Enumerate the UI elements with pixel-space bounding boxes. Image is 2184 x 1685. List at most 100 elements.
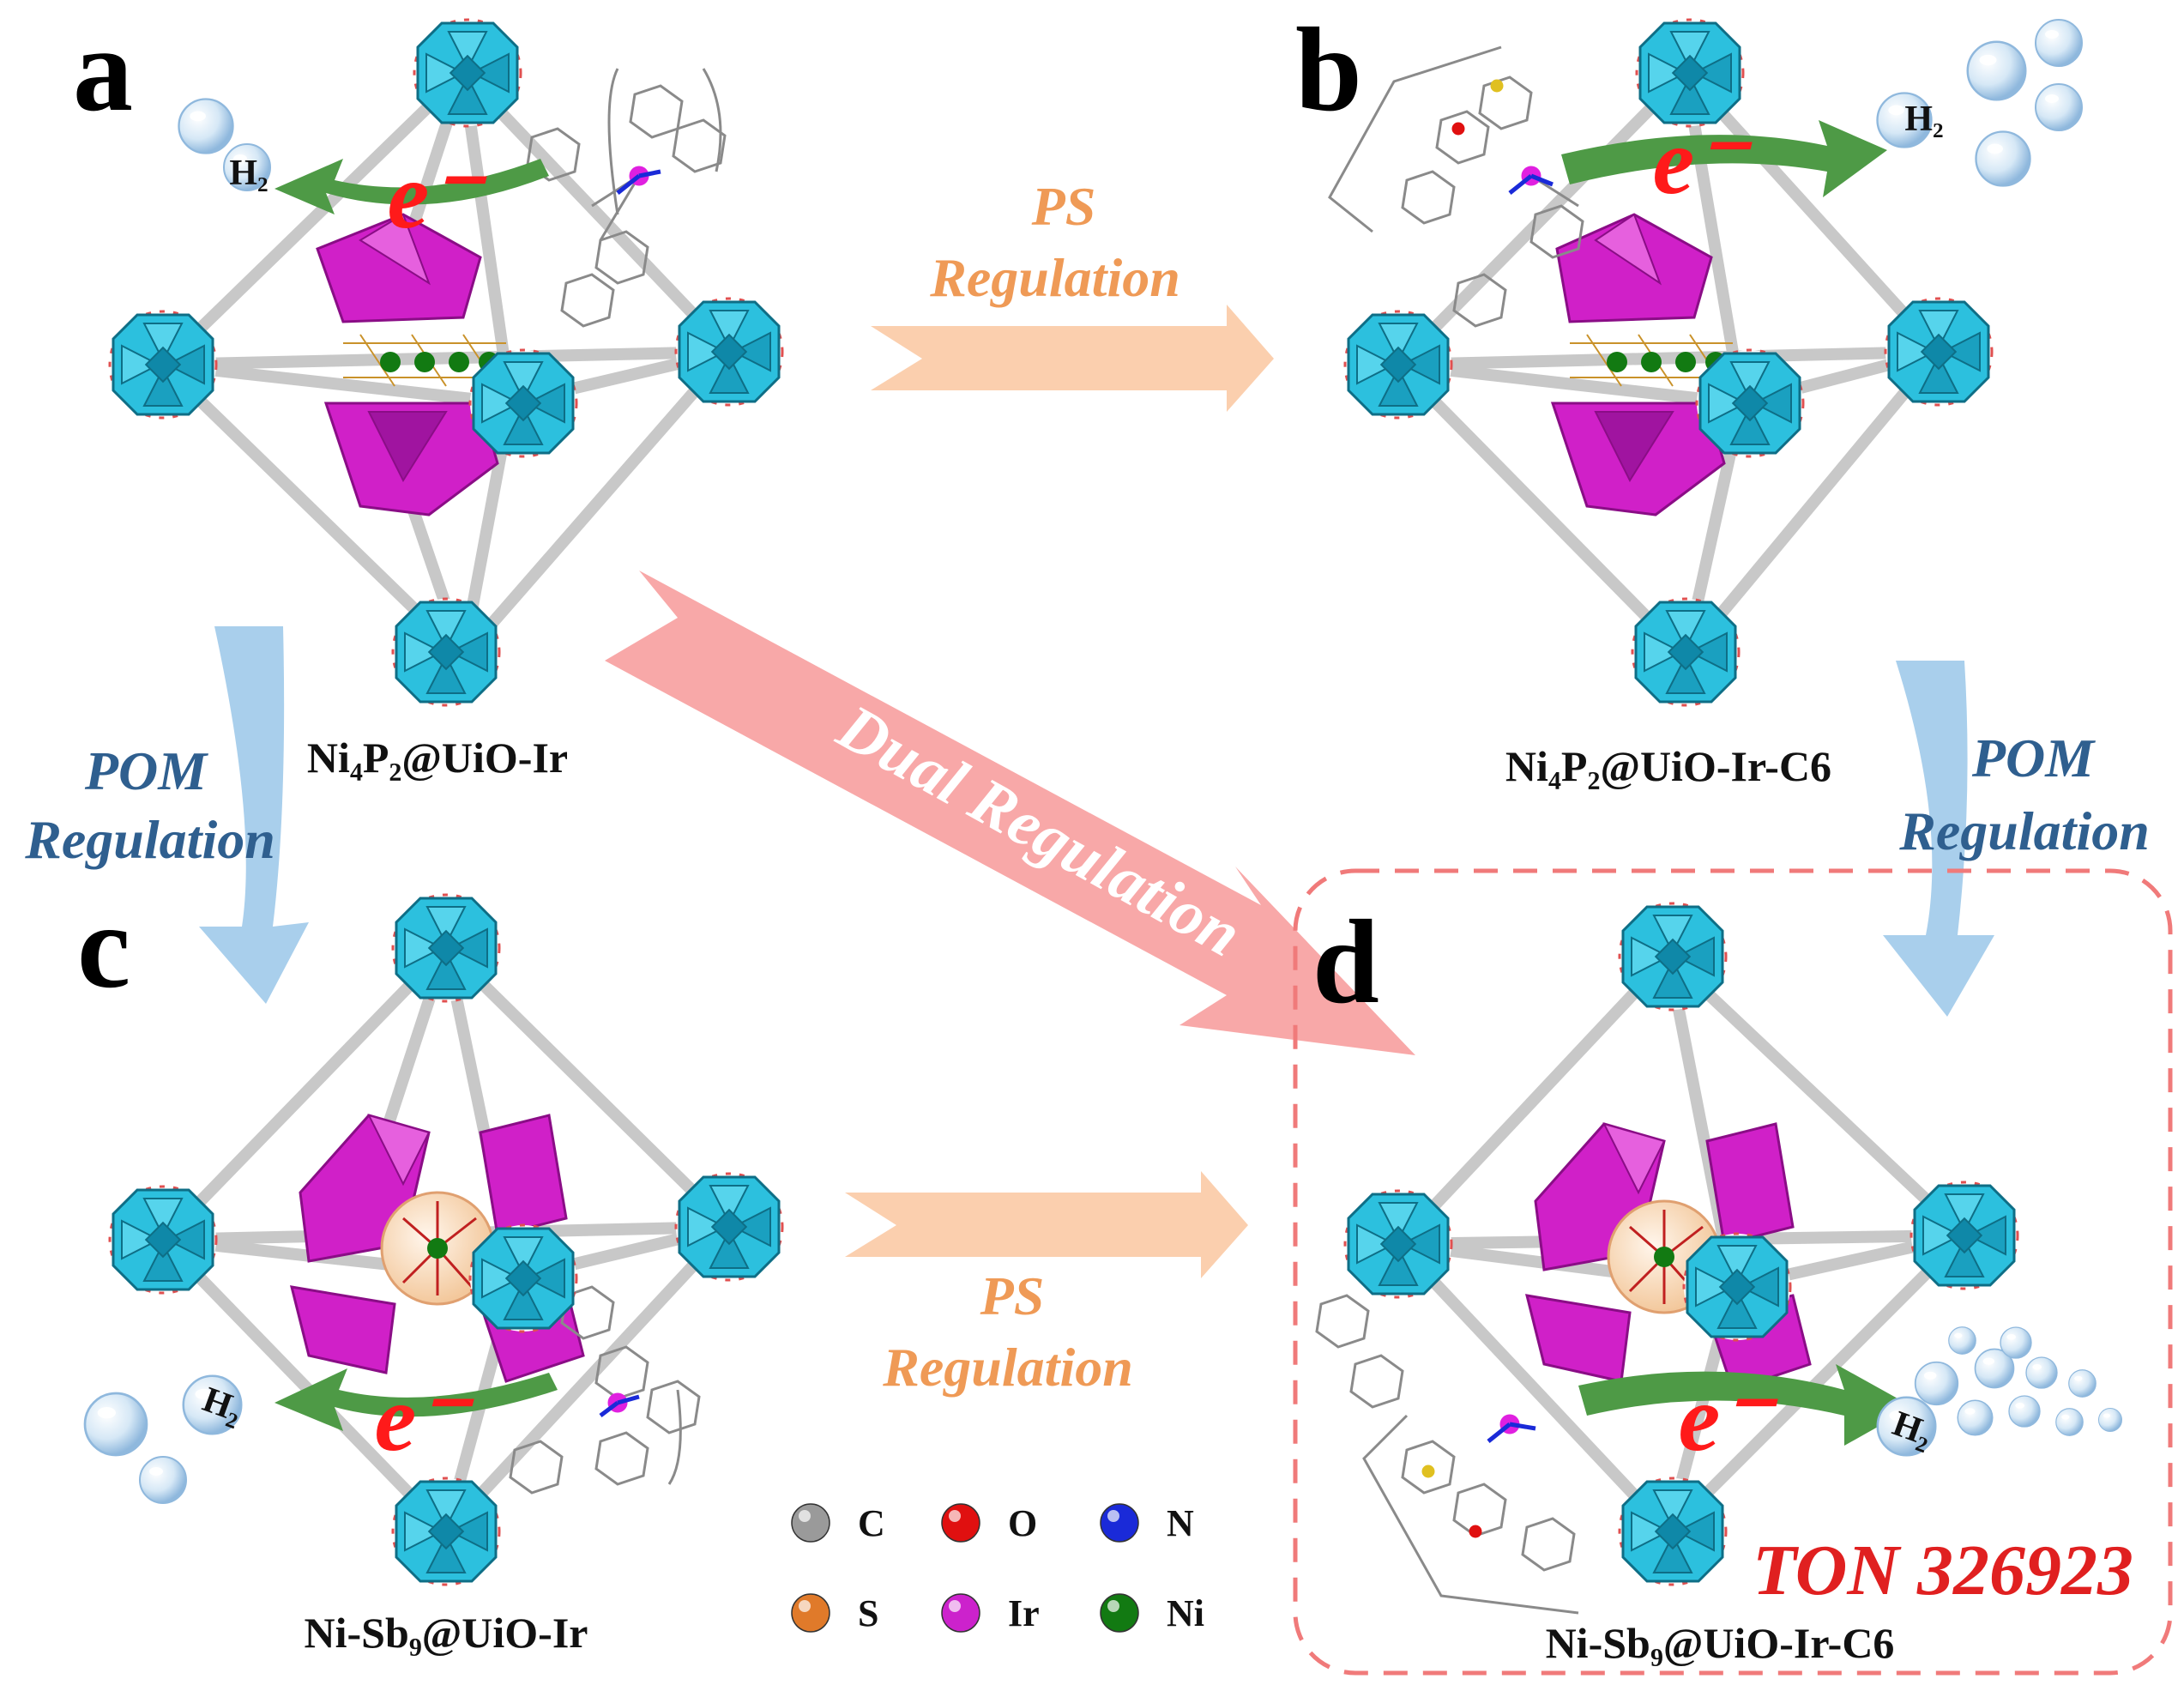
pom-left-label-line2: Regulation <box>24 809 275 870</box>
h2-bubble <box>139 1456 187 1504</box>
legend-swatch-ir <box>941 1593 980 1633</box>
h2-bubble <box>2035 83 2083 131</box>
ps-bottom-label-line2: Regulation <box>882 1337 1133 1398</box>
pom-right-label-line1: POM <box>1971 728 2096 788</box>
legend-label-c: C <box>858 1502 885 1544</box>
h2-bubble <box>2000 1326 2032 1359</box>
panel-c-caption: Ni-Sb₉@UiO-Ir <box>305 1609 588 1657</box>
h2-bubble <box>2068 1369 2097 1398</box>
panel-a-caption: Ni₄P₂@UiO-Ir <box>307 734 568 782</box>
legend-swatch-highlight <box>1107 1510 1119 1522</box>
zr-cluster-top <box>391 893 501 1003</box>
h2-label: H₂ <box>1904 100 1943 139</box>
h2-bubble <box>1957 1399 1994 1436</box>
ps-top-label-line1: PS <box>1031 176 1096 237</box>
ps-regulation-arrow-bottom: PS Regulation <box>845 1171 1248 1398</box>
ps-regulation-arrow-top: PS Regulation <box>871 176 1274 412</box>
zr-cluster-bottom <box>1631 597 1741 707</box>
panel-b: e⁻ H₂ <box>1328 18 2083 707</box>
zr-cluster-front <box>1682 1232 1792 1342</box>
pom-regulation-arrow-left: POM Regulation <box>24 626 309 1004</box>
electron-label: e⁻ <box>375 1366 475 1471</box>
legend-swatch-n <box>1100 1503 1139 1543</box>
zr-cluster-left <box>1343 310 1453 420</box>
zr-cluster-front <box>1695 348 1805 458</box>
legend-swatch-highlight <box>799 1600 811 1612</box>
zr-cluster-bottom <box>1618 1477 1728 1586</box>
zr-cluster-right <box>674 297 784 407</box>
panel-letter-a: a <box>73 3 133 136</box>
zr-cluster-bottom <box>391 1477 501 1586</box>
pom-right-arrow-shape <box>1883 661 1994 1017</box>
zr-cluster-left <box>108 1185 218 1295</box>
ir-photosensitizer <box>526 68 727 328</box>
dual-regulation-label: Dual Regulation <box>826 690 1253 970</box>
h2-bubble <box>2055 1408 2084 1436</box>
panel-d-highlight-box <box>1293 868 2173 1676</box>
h2-bubble <box>2025 1356 2058 1389</box>
h2-label: H₂ <box>229 154 268 193</box>
h2-bubble <box>83 1392 148 1457</box>
legend-label-o: O <box>1008 1502 1037 1544</box>
electron-transfer-arrow <box>275 159 549 214</box>
zr-cluster-left <box>108 310 218 420</box>
dual-regulation-arrow: Dual Regulation <box>605 571 1415 1055</box>
pom-regulation-arrow-right: POM Regulation <box>1883 661 2150 1017</box>
dual-arrow-shape <box>605 571 1415 1055</box>
zr-cluster-top <box>413 18 522 128</box>
zr-cluster-right <box>674 1172 784 1282</box>
pom-cluster <box>316 213 506 516</box>
ton-label: TON 326923 <box>1753 1531 2133 1610</box>
ir-c6-photosensitizer <box>1315 1294 1579 1615</box>
ps-bottom-label-line1: PS <box>980 1265 1045 1326</box>
element-legend: C O N S Ir Ni <box>791 1502 1204 1634</box>
legend-label-n: N <box>1167 1502 1194 1544</box>
pom-left-arrow-shape <box>199 626 309 1004</box>
zr-cluster-left <box>1343 1189 1453 1299</box>
pom-cluster <box>1550 213 1733 516</box>
zr-cluster-front <box>468 348 578 458</box>
h2-bubble <box>2008 1395 2041 1428</box>
electron-label: e⁻ <box>1679 1366 1779 1471</box>
ps-top-arrow-shape <box>871 305 1274 412</box>
panel-d-caption: Ni-Sb₉@UiO-Ir-C6 <box>1546 1619 1895 1667</box>
ps-bottom-arrow-shape <box>845 1171 1248 1278</box>
electron-label: e⁻ <box>1653 109 1753 214</box>
legend-swatch-ni <box>1100 1593 1139 1633</box>
electron-transfer-arrow <box>1561 120 1887 197</box>
h2-bubble <box>1975 130 2031 187</box>
panel-letter-c: c <box>77 880 130 1013</box>
legend-swatch-c <box>791 1503 830 1543</box>
panel-letter-d: d <box>1312 896 1379 1029</box>
zr-cluster-front <box>468 1223 578 1333</box>
panel-b-caption: Ni₄P₂@UiO-Ir-C6 <box>1505 742 1831 790</box>
ir-c6-photosensitizer <box>1328 45 1584 328</box>
h2-bubble <box>1914 1361 1959 1406</box>
zr-cluster-right <box>1909 1181 2019 1290</box>
pom-left-label-line1: POM <box>84 740 208 801</box>
h2-bubble <box>2098 1408 2122 1432</box>
legend-label-ni: Ni <box>1167 1592 1204 1634</box>
panel-c: e⁻ H₂ <box>83 893 784 1586</box>
zr-cluster-right <box>1884 297 1994 407</box>
ps-top-label-line2: Regulation <box>929 247 1180 308</box>
panel-letter-b: b <box>1295 3 1362 136</box>
legend-swatch-highlight <box>799 1510 811 1522</box>
h2-bubble <box>178 98 234 154</box>
legend-swatch-s <box>791 1593 830 1633</box>
ir-photosensitizer <box>509 1285 701 1495</box>
pom-right-label-line2: Regulation <box>1898 800 2150 861</box>
panel-a: e⁻ H₂ <box>108 18 784 707</box>
h2-bubble <box>1948 1326 1976 1355</box>
electron-transfer-arrow <box>1578 1364 1913 1446</box>
zr-cluster-top <box>1618 902 1728 1012</box>
panel-d: e⁻ H₂ TON 326923 <box>1315 902 2133 1615</box>
h2-bubble <box>2035 19 2083 67</box>
electron-label: e⁻ <box>388 143 488 248</box>
electron-transfer-arrow <box>275 1368 558 1431</box>
legend-label-ir: Ir <box>1008 1592 1040 1634</box>
h2-bubble <box>1966 40 2027 101</box>
legend-label-s: S <box>858 1592 878 1634</box>
legend-swatch-highlight <box>949 1510 961 1522</box>
legend-swatch-highlight <box>1107 1600 1119 1612</box>
